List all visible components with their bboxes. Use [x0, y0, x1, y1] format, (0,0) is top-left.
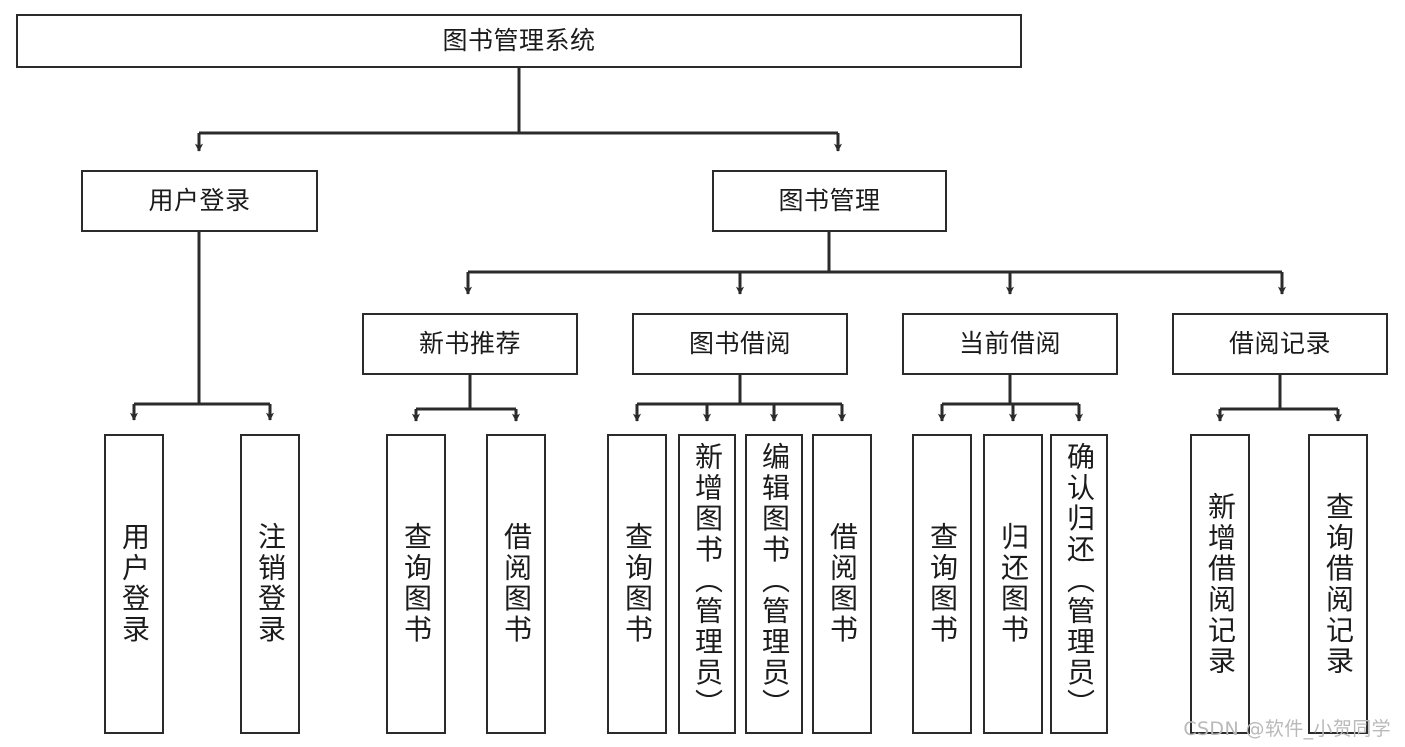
node-leaf-user-logout-label: 注销登录 — [254, 522, 287, 646]
node-leaf-borrow-book-br-label: 借阅图书 — [826, 522, 859, 646]
node-leaf-user-login-label: 用户登录 — [118, 522, 151, 646]
node-user-login[interactable]: 用户登录 — [81, 170, 318, 232]
node-new-book-rec-label: 新书推荐 — [418, 329, 521, 359]
node-book-manage[interactable]: 图书管理 — [712, 170, 947, 232]
node-leaf-confirm-return-label: 确认归还（管理员） — [1063, 442, 1096, 720]
node-leaf-edit-book[interactable]: 编辑图书（管理员） — [745, 434, 803, 734]
node-leaf-query-record-label: 查询借阅记录 — [1322, 491, 1355, 677]
node-book-manage-label: 图书管理 — [778, 186, 881, 216]
node-root-label: 图书管理系统 — [442, 26, 596, 56]
node-leaf-add-record[interactable]: 新增借阅记录 — [1190, 434, 1250, 734]
node-borrow-record-label: 借阅记录 — [1228, 329, 1331, 359]
node-root[interactable]: 图书管理系统 — [16, 14, 1022, 68]
node-book-borrow[interactable]: 图书借阅 — [632, 313, 848, 375]
node-current-borrow-label: 当前借阅 — [958, 329, 1061, 359]
node-leaf-add-book[interactable]: 新增图书（管理员） — [678, 434, 736, 734]
node-leaf-add-book-label: 新增图书（管理员） — [691, 442, 724, 720]
node-user-login-label: 用户登录 — [148, 186, 251, 216]
node-borrow-record[interactable]: 借阅记录 — [1172, 313, 1388, 375]
watermark-text: CSDN @软件_小贺同学 — [1183, 718, 1391, 740]
node-leaf-add-record-label: 新增借阅记录 — [1204, 491, 1237, 677]
node-leaf-query-book-cb-label: 查询图书 — [926, 522, 959, 646]
node-leaf-user-login[interactable]: 用户登录 — [104, 434, 164, 734]
node-current-borrow[interactable]: 当前借阅 — [902, 313, 1118, 375]
node-leaf-edit-book-label: 编辑图书（管理员） — [758, 442, 791, 720]
node-leaf-confirm-return[interactable]: 确认归还（管理员） — [1050, 434, 1108, 734]
node-book-borrow-label: 图书借阅 — [688, 329, 791, 359]
node-leaf-return-book-label: 归还图书 — [997, 522, 1030, 646]
node-leaf-query-book-rec-label: 查询图书 — [400, 522, 433, 646]
node-leaf-borrow-book-rec-label: 借阅图书 — [500, 522, 533, 646]
node-leaf-query-book-cb[interactable]: 查询图书 — [912, 434, 972, 734]
node-leaf-query-record[interactable]: 查询借阅记录 — [1308, 434, 1368, 734]
node-new-book-rec[interactable]: 新书推荐 — [362, 313, 578, 375]
node-leaf-borrow-book-rec[interactable]: 借阅图书 — [486, 434, 546, 734]
node-leaf-query-book-br[interactable]: 查询图书 — [607, 434, 667, 734]
node-leaf-query-book-rec[interactable]: 查询图书 — [386, 434, 446, 734]
node-leaf-borrow-book-br[interactable]: 借阅图书 — [812, 434, 872, 734]
node-leaf-user-logout[interactable]: 注销登录 — [240, 434, 300, 734]
node-leaf-return-book[interactable]: 归还图书 — [983, 434, 1043, 734]
node-leaf-query-book-br-label: 查询图书 — [621, 522, 654, 646]
